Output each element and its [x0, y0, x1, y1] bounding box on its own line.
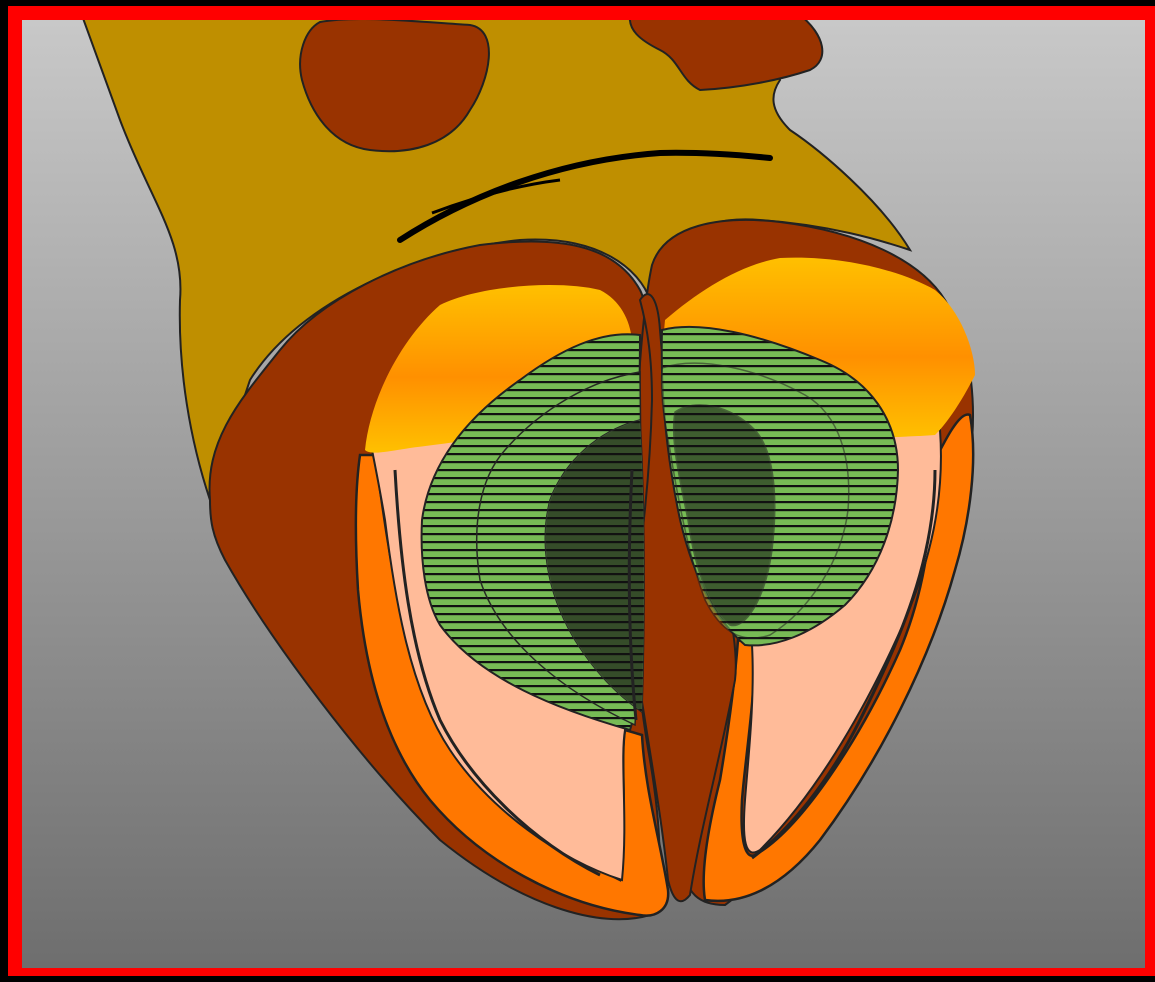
diagram-canvas: [0, 0, 1155, 982]
cross-section-diagram: [0, 0, 1155, 982]
